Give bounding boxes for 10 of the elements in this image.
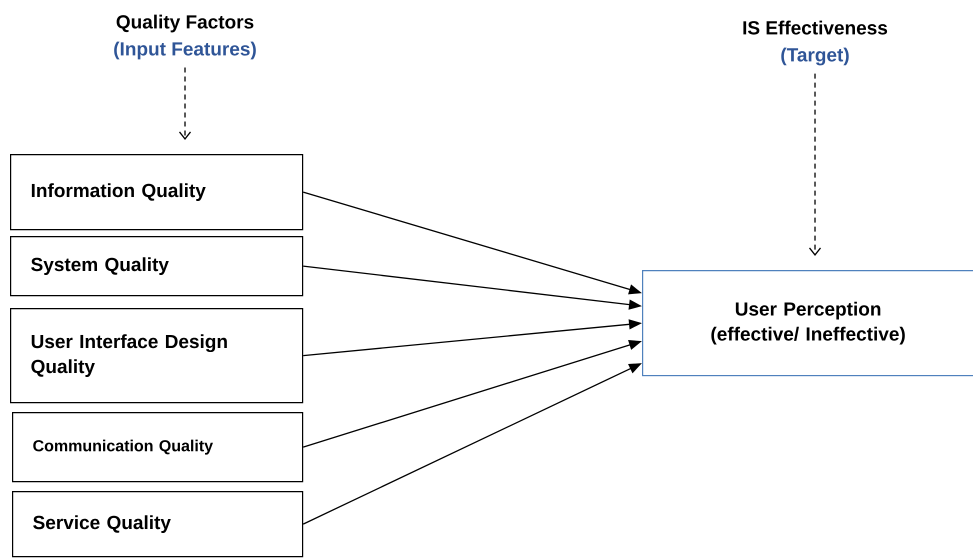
factor-box: Service Quality bbox=[12, 491, 304, 558]
factor-box: Information Quality bbox=[10, 154, 304, 230]
factor-box: Communication Quality bbox=[12, 412, 304, 482]
heading-text: Quality Factors (Input Features) bbox=[114, 14, 256, 60]
dashed-arrow bbox=[179, 68, 192, 140]
dashed-arrow bbox=[809, 74, 822, 256]
target-box: User Perception (effective/ Ineffective) bbox=[642, 270, 973, 376]
factor-box: System Quality bbox=[10, 236, 304, 296]
factor-box: User Interface Design Quality bbox=[10, 308, 304, 404]
heading-text: IS Effectiveness (Target) bbox=[743, 20, 888, 66]
